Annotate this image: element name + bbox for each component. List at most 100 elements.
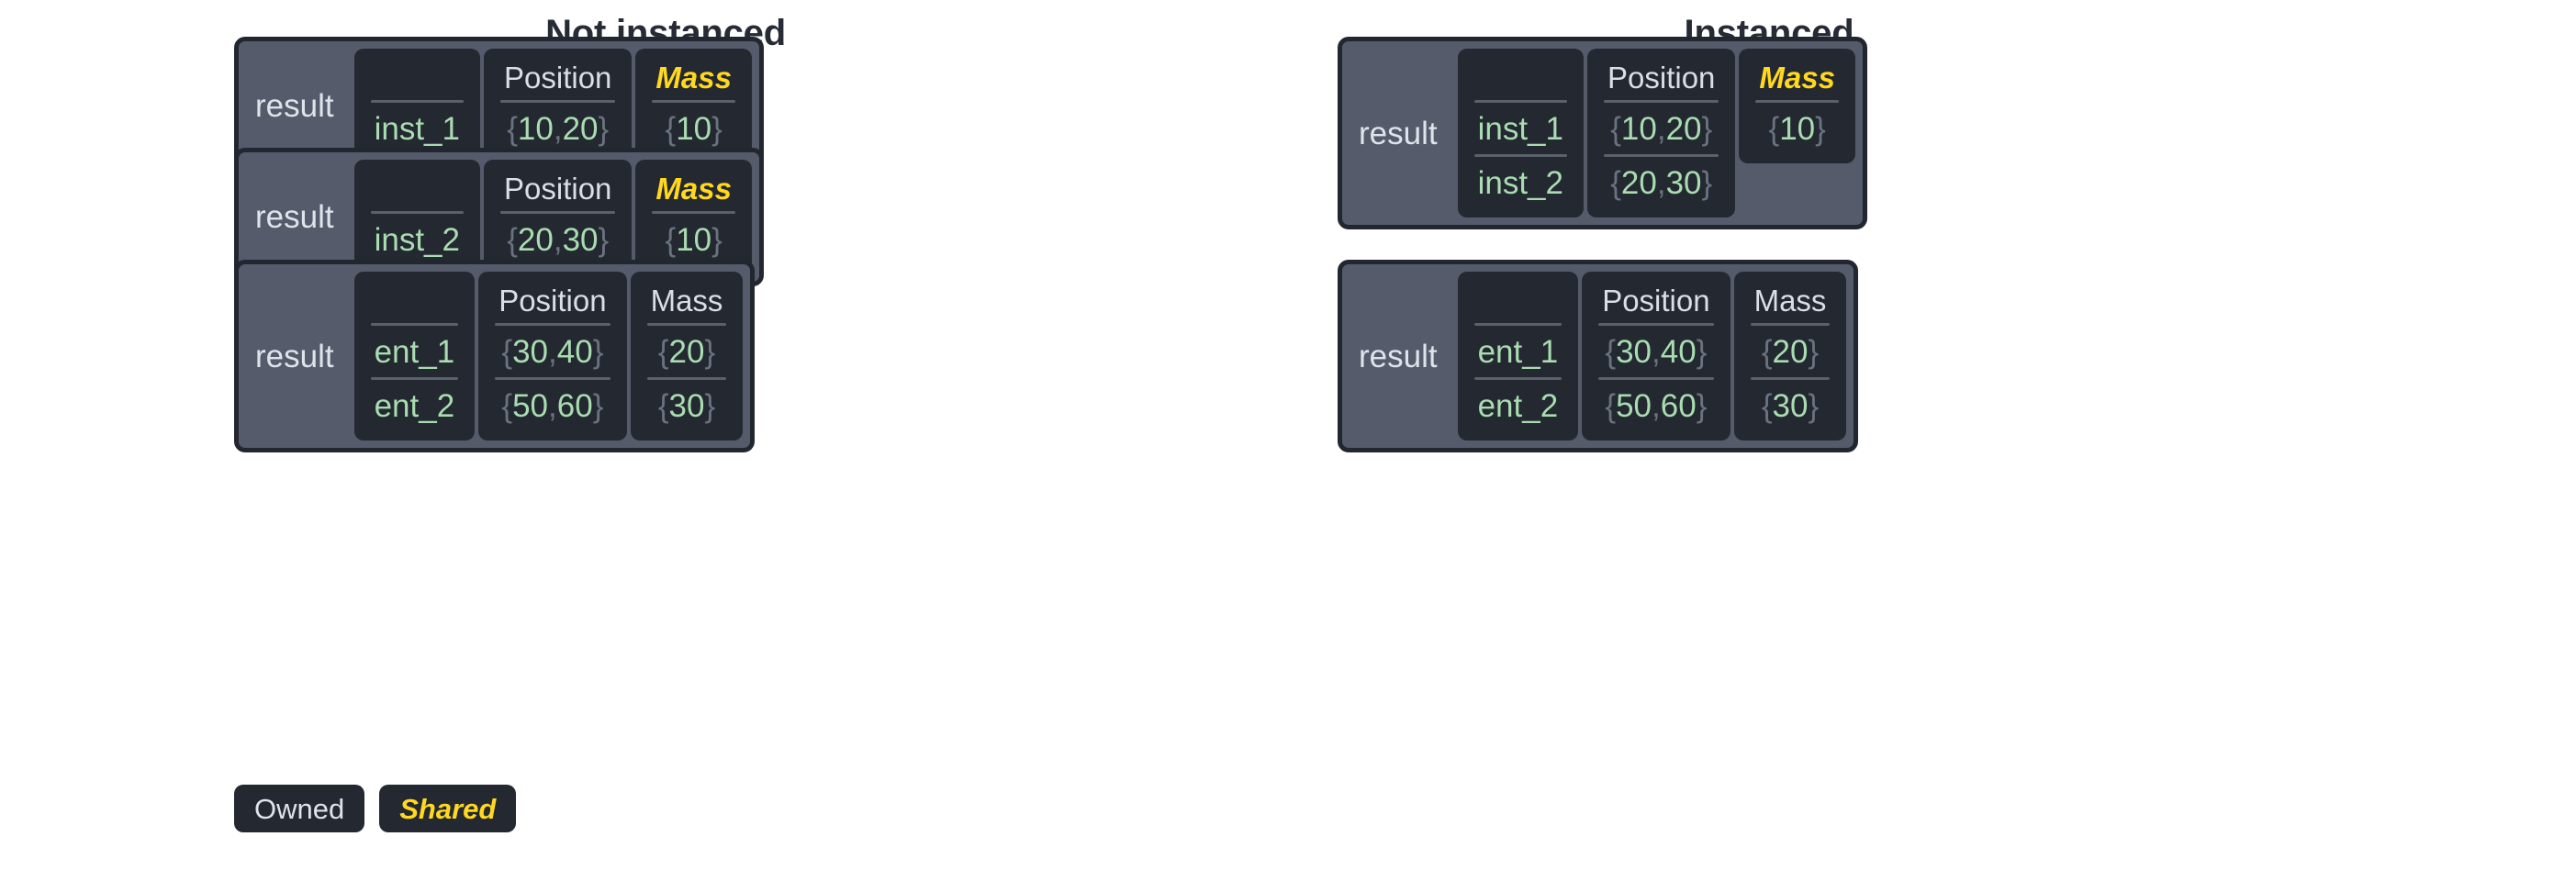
- value-brace: {: [1761, 333, 1773, 370]
- legend-chip-shared[interactable]: Shared: [379, 785, 517, 832]
- entity-name: inst_1: [374, 110, 460, 147]
- column-header: Mass: [655, 60, 732, 95]
- entity-name-cell[interactable]: ent_1: [1458, 326, 1579, 377]
- row-separator: [1750, 377, 1831, 380]
- value-brace: }: [1815, 110, 1826, 147]
- column-group: inst_1 Position {10, 20} Mass {10}: [353, 41, 759, 171]
- column-header-blank: [354, 49, 480, 100]
- column-header: Position: [498, 283, 607, 318]
- column-header: Mass: [1759, 60, 1835, 95]
- entity-name: ent_2: [374, 387, 455, 424]
- value-brace: {: [507, 221, 518, 258]
- component-value-cell[interactable]: {30}: [631, 380, 744, 431]
- value-brace: {: [1768, 110, 1780, 147]
- value-brace: {: [1605, 333, 1617, 370]
- owner-cell: result: [239, 152, 354, 282]
- row-separator: [500, 211, 616, 214]
- row-separator: [1750, 323, 1831, 326]
- value-brace: {: [657, 333, 669, 370]
- component-value-cell[interactable]: {30, 40}: [1582, 326, 1730, 377]
- component-column[interactable]: Mass {10}: [1739, 49, 1855, 163]
- value-brace: {: [1610, 110, 1621, 147]
- row-separator: [495, 377, 610, 380]
- component-value-cell[interactable]: {20, 30}: [484, 214, 632, 265]
- column-header: Mass: [650, 283, 723, 318]
- value-text: 30: [512, 333, 549, 370]
- component-value-cell[interactable]: {10}: [635, 214, 752, 265]
- component-column[interactable]: inst_2: [353, 160, 480, 274]
- component-column[interactable]: Mass {20}{30}: [1733, 272, 1847, 441]
- component-column[interactable]: inst_1 inst_2: [1457, 49, 1584, 218]
- component-column[interactable]: Mass {20}{30}: [630, 272, 744, 441]
- legend-chip-owned[interactable]: Owned: [234, 785, 365, 832]
- component-value-cell[interactable]: {30}: [1734, 380, 1847, 431]
- column-header-blank: [354, 160, 480, 211]
- row-separator: [1755, 100, 1839, 103]
- row-separator: [500, 100, 616, 103]
- component-column[interactable]: Mass{10}: [635, 160, 752, 274]
- row-separator: [652, 211, 735, 214]
- value-text: 30: [1616, 333, 1652, 370]
- component-value-cell[interactable]: {50, 60}: [1582, 380, 1730, 431]
- value-text: 30: [668, 387, 705, 424]
- value-text: 10: [517, 110, 554, 147]
- component-value-cell[interactable]: {50, 60}: [478, 380, 626, 431]
- value-text: 50: [512, 387, 549, 424]
- entity-name-cell[interactable]: ent_2: [354, 380, 476, 431]
- value-text: 20: [517, 221, 554, 258]
- value-brace: {: [507, 110, 518, 147]
- component-column[interactable]: Position{30, 40}{50, 60}: [1582, 272, 1730, 441]
- entity-name-cell[interactable]: inst_1: [354, 103, 480, 154]
- component-column[interactable]: Position{10, 20}{20, 30}: [1587, 49, 1736, 218]
- component-value-cell[interactable]: {20, 30}: [1587, 157, 1735, 208]
- component-column[interactable]: Position {10, 20}: [484, 49, 633, 163]
- entity-name-cell[interactable]: inst_1: [1458, 103, 1584, 154]
- value-brace: }: [1696, 387, 1708, 424]
- component-value-cell[interactable]: {10, 20}: [484, 103, 632, 154]
- component-value-cell[interactable]: {10, 20}: [1587, 103, 1735, 154]
- column-header: Mass: [1753, 283, 1827, 318]
- component-column[interactable]: inst_1: [353, 49, 480, 163]
- value-brace: }: [598, 110, 610, 147]
- row-separator: [1604, 100, 1719, 103]
- component-value-cell[interactable]: {10}: [635, 103, 752, 154]
- component-column[interactable]: ent_1 ent_2: [353, 272, 476, 441]
- value-separator: ,: [548, 387, 557, 424]
- value-brace: {: [665, 221, 677, 258]
- row-separator: [1598, 323, 1714, 326]
- value-brace: }: [1808, 387, 1820, 424]
- component-column[interactable]: Mass {10}: [635, 49, 752, 163]
- row-separator: [646, 377, 727, 380]
- entity-name-cell[interactable]: inst_2: [354, 214, 480, 265]
- component-value-cell[interactable]: {20}: [1734, 326, 1847, 377]
- value-brace: }: [1808, 333, 1820, 370]
- row-separator: [1473, 323, 1562, 326]
- value-brace: {: [665, 110, 677, 147]
- row-separator: [495, 323, 610, 326]
- entity-name: inst_1: [1477, 110, 1563, 147]
- value-separator: ,: [1656, 110, 1666, 147]
- component-column[interactable]: Position{20, 30}: [484, 160, 633, 274]
- entity-name-cell[interactable]: inst_2: [1458, 157, 1584, 208]
- column-header: Position: [504, 60, 612, 95]
- entity-name-cell[interactable]: ent_2: [1458, 380, 1579, 431]
- value-brace: {: [1605, 387, 1617, 424]
- component-value-cell[interactable]: {20}: [631, 326, 744, 377]
- entity-name-cell[interactable]: ent_1: [354, 326, 476, 377]
- owner-cell: result: [1342, 41, 1458, 225]
- entity-name: inst_2: [374, 221, 460, 258]
- value-brace: }: [592, 387, 604, 424]
- component-value-cell[interactable]: {10}: [1739, 103, 1855, 154]
- value-text: 40: [1660, 333, 1697, 370]
- component-value-cell[interactable]: {30, 40}: [478, 326, 626, 377]
- component-column[interactable]: Position {30, 40}{50, 60}: [478, 272, 627, 441]
- value-text: 50: [1616, 387, 1652, 424]
